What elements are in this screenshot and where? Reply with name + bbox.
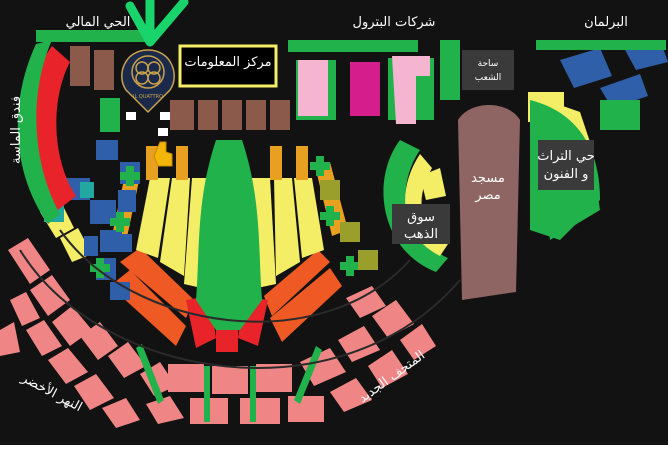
green-cross-blocks bbox=[90, 156, 360, 278]
ring-roads bbox=[19, 229, 461, 369]
pointing-hand-icon bbox=[153, 141, 173, 167]
mosque-label: مسجد مصر bbox=[471, 171, 505, 203]
building-icons bbox=[126, 112, 170, 136]
heritage-label-1: حي التراث bbox=[537, 149, 595, 164]
diamond-hotel-label: فندق الماسة bbox=[9, 96, 24, 164]
heritage-label-2: و الفنون bbox=[544, 167, 589, 182]
financial-district-label: الحي المالي bbox=[66, 15, 131, 30]
west-green-edge bbox=[17, 40, 60, 224]
people-square-label-1: ساحة bbox=[478, 59, 499, 69]
mosque-label-1: مسجد bbox=[471, 171, 505, 186]
info-center-box bbox=[178, 44, 278, 88]
people-square-label-2: الشعب bbox=[475, 73, 501, 83]
north-brown-blocks bbox=[70, 46, 290, 130]
egypt-mosque-block bbox=[458, 105, 520, 300]
location-pin-icon[interactable]: IL QUATTRO bbox=[121, 49, 175, 114]
down-arrow-icon bbox=[125, 0, 189, 47]
olive-blocks bbox=[320, 180, 378, 270]
north-pink-blocks bbox=[298, 56, 430, 124]
mosque-label-2: مصر bbox=[474, 188, 500, 203]
people-square-box bbox=[462, 50, 514, 90]
petroleum-companies-label: شركات البترول bbox=[353, 15, 436, 30]
outer-green-strips bbox=[136, 344, 322, 422]
logo-text: IL QUATTRO bbox=[133, 94, 163, 100]
gold-market-label-1: سوق bbox=[407, 210, 435, 225]
gold-market-label-2: الذهب bbox=[404, 227, 438, 242]
parliament-label: البرلمان bbox=[584, 15, 628, 30]
magenta-block bbox=[350, 62, 380, 116]
heritage-label-box bbox=[538, 140, 594, 190]
gold-market-box bbox=[392, 204, 450, 244]
info-center-label-1: مركز المعلومات bbox=[184, 55, 271, 70]
central-green-park bbox=[196, 140, 262, 330]
